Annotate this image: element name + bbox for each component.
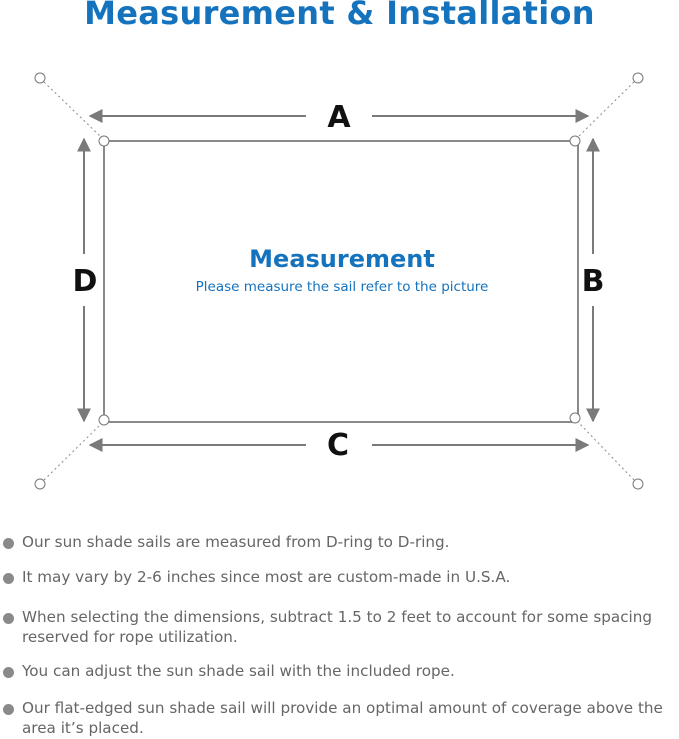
rope-line-top-left	[43, 81, 102, 138]
dimension-label-b: B	[582, 264, 605, 299]
bullet-dot-icon	[3, 704, 14, 715]
anchor-point-bottom-left	[34, 478, 46, 490]
d-ring-top-right	[569, 135, 581, 147]
note-text: You can adjust the sun shade sail with t…	[22, 662, 455, 680]
dimension-label-d: D	[73, 264, 98, 299]
note-text: Our flat-edged sun shade sail will provi…	[22, 699, 663, 737]
measurement-diagram: A C D B	[34, 72, 644, 490]
measurement-caption: Measurement Please measure the sail refe…	[104, 243, 580, 297]
sail-rectangle	[103, 140, 579, 423]
measurement-instruction: Please measure the sail refer to the pic…	[195, 279, 489, 295]
d-ring-bottom-right	[569, 412, 581, 424]
bullet-dot-icon	[3, 667, 14, 678]
rope-line-bottom-right	[577, 421, 635, 481]
dimension-label-a: A	[327, 100, 351, 135]
note-text: It may vary by 2-6 inches since most are…	[22, 568, 511, 586]
bullet-dot-icon	[3, 613, 14, 624]
measurement-heading: Measurement	[249, 245, 435, 273]
d-ring-top-left	[98, 135, 110, 147]
anchor-point-top-right	[632, 72, 644, 84]
rope-line-top-right	[577, 81, 635, 138]
anchor-point-top-left	[34, 72, 46, 84]
page-title: Measurement & Installation	[84, 0, 595, 32]
anchor-point-bottom-right	[632, 478, 644, 490]
dimension-label-c: C	[327, 428, 349, 463]
bullet-dot-icon	[3, 538, 14, 549]
bullet-dot-icon	[3, 573, 14, 584]
note-text: When selecting the dimensions, subtract …	[22, 608, 653, 646]
note-text: Our sun shade sails are measured from D-…	[22, 533, 450, 551]
rope-line-bottom-left	[43, 423, 102, 481]
d-ring-bottom-left	[98, 414, 110, 426]
